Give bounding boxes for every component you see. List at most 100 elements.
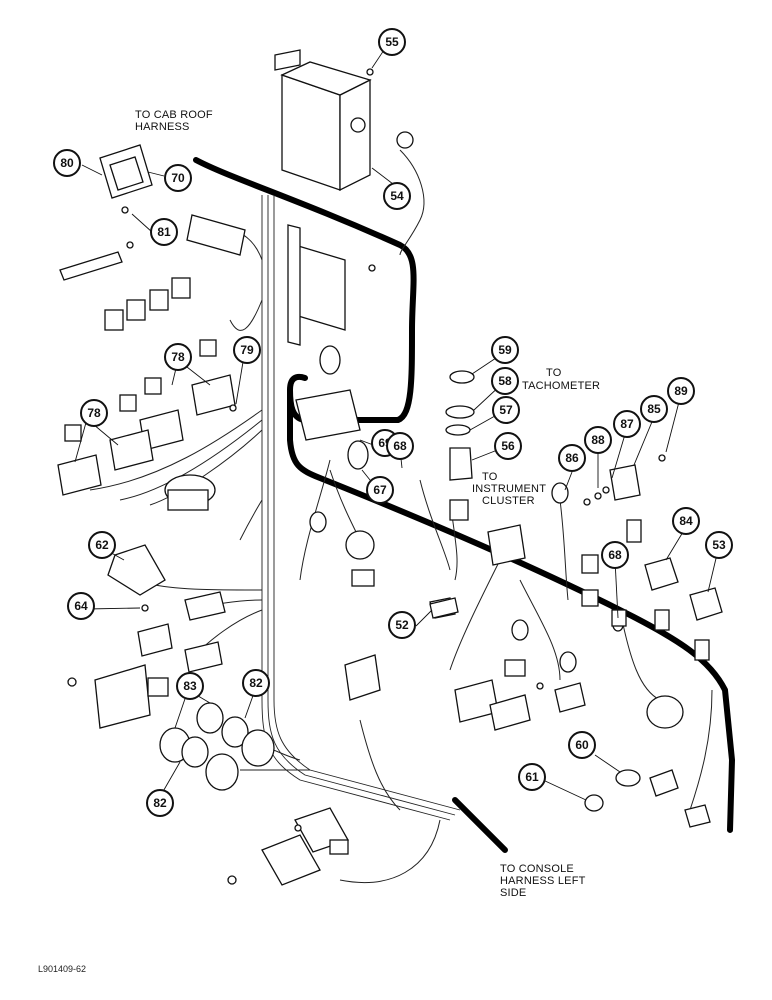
- instrument-label-line2: INSTRUMENT: [472, 483, 546, 495]
- callout-circle: [667, 377, 695, 405]
- callout-circle: [386, 432, 414, 460]
- instrument-label-line1: TO: [482, 471, 498, 483]
- callout-circle: [67, 592, 95, 620]
- callout-number: 82: [153, 796, 167, 810]
- callout-87: 87: [613, 410, 641, 438]
- callout-number: 67: [373, 483, 387, 497]
- callout-83: 83: [176, 672, 204, 700]
- callout-circle: [494, 432, 522, 460]
- console-label-line1: TO CONSOLE: [500, 863, 574, 875]
- callout-circle: [705, 531, 733, 559]
- callout-number: 61: [525, 770, 539, 784]
- tach-connector: [551, 482, 599, 607]
- callout-number: 78: [87, 406, 101, 420]
- connector-block-upper: [59, 214, 246, 281]
- callout-number: 80: [60, 156, 74, 170]
- callout-circle: [491, 336, 519, 364]
- callout-55: 55: [378, 28, 406, 56]
- callout-circle: [558, 444, 586, 472]
- callout-number: 55: [385, 35, 399, 49]
- callout-number: 86: [565, 451, 579, 465]
- callout-circle: [88, 531, 116, 559]
- callout-81: 81: [150, 218, 178, 246]
- callout-circle: [492, 396, 520, 424]
- relay-85: [609, 464, 641, 501]
- callout-circle: [164, 164, 192, 192]
- console-harness-lower: [452, 797, 508, 853]
- callout-circle: [233, 336, 261, 364]
- callout-54: 54: [383, 182, 411, 210]
- callout-number: 59: [498, 343, 512, 357]
- callout-circle: [672, 507, 700, 535]
- callout-85: 85: [640, 395, 668, 423]
- callout-circle: [568, 731, 596, 759]
- plate-70: [99, 144, 153, 199]
- callout-number: 84: [679, 514, 693, 528]
- fuse-block-69: [295, 345, 375, 587]
- callout-circle: [613, 410, 641, 438]
- cab-roof-label-line2: HARNESS: [135, 121, 190, 133]
- callout-number: 53: [712, 538, 726, 552]
- callout-number: 85: [647, 402, 661, 416]
- callout-circle: [640, 395, 668, 423]
- console-label-line2: HARNESS LEFT: [500, 875, 586, 887]
- callout-number: 62: [95, 538, 109, 552]
- callout-number: 68: [608, 548, 622, 562]
- callout-number: 87: [620, 417, 634, 431]
- callout-60: 60: [568, 731, 596, 759]
- callout-62: 62: [88, 531, 116, 559]
- callout-number: 81: [157, 225, 171, 239]
- callout-59: 59: [491, 336, 519, 364]
- connectors-bottom: [261, 654, 381, 886]
- callout-53: 53: [705, 531, 733, 559]
- callout-circle: [176, 672, 204, 700]
- tach-label-line1: TO: [546, 367, 562, 379]
- relay-sockets-78: [57, 374, 236, 496]
- callout-61: 61: [518, 763, 546, 791]
- callout-86: 86: [558, 444, 586, 472]
- callout-circle: [388, 611, 416, 639]
- callout-67: 67: [366, 476, 394, 504]
- callout-number: 70: [171, 171, 185, 185]
- callout-number: 68: [393, 439, 407, 453]
- callout-89: 89: [667, 377, 695, 405]
- gauge-rings: [159, 702, 275, 791]
- callout-number: 88: [591, 433, 605, 447]
- callout-68: 68: [601, 541, 629, 569]
- callout-number: 64: [74, 599, 88, 613]
- instrument-label-line3: CLUSTER: [482, 495, 535, 507]
- callout-circle: [378, 28, 406, 56]
- callout-64: 64: [67, 592, 95, 620]
- sender-60: [615, 769, 711, 828]
- connectors-center: [454, 619, 586, 731]
- cab-roof-label-line1: TO CAB ROOF: [135, 109, 213, 121]
- console-label-line3: SIDE: [500, 887, 526, 899]
- callout-82: 82: [242, 669, 270, 697]
- callout-circle: [164, 343, 192, 371]
- callout-circle: [584, 426, 612, 454]
- callout-circle: [601, 541, 629, 569]
- callout-number: 60: [575, 738, 589, 752]
- callout-circle: [491, 367, 519, 395]
- callout-number: 54: [390, 189, 404, 203]
- callout-58: 58: [491, 367, 519, 395]
- callout-52: 52: [388, 611, 416, 639]
- callout-number: 89: [674, 384, 688, 398]
- callout-number: 82: [249, 676, 263, 690]
- callout-circle: [53, 149, 81, 177]
- figure-id: L901409-62: [38, 964, 86, 974]
- rocker-switch-53: [689, 587, 723, 661]
- callout-79: 79: [233, 336, 261, 364]
- callout-number: 79: [240, 343, 254, 357]
- callout-84: 84: [672, 507, 700, 535]
- connectors-left: [94, 591, 226, 729]
- callout-78: 78: [80, 399, 108, 427]
- callout-number: 58: [498, 374, 512, 388]
- plug-61: [584, 794, 604, 812]
- cover-62: [107, 544, 166, 596]
- callout-number: 57: [499, 403, 513, 417]
- callout-78: 78: [164, 343, 192, 371]
- callout-57: 57: [492, 396, 520, 424]
- callout-80: 80: [53, 149, 81, 177]
